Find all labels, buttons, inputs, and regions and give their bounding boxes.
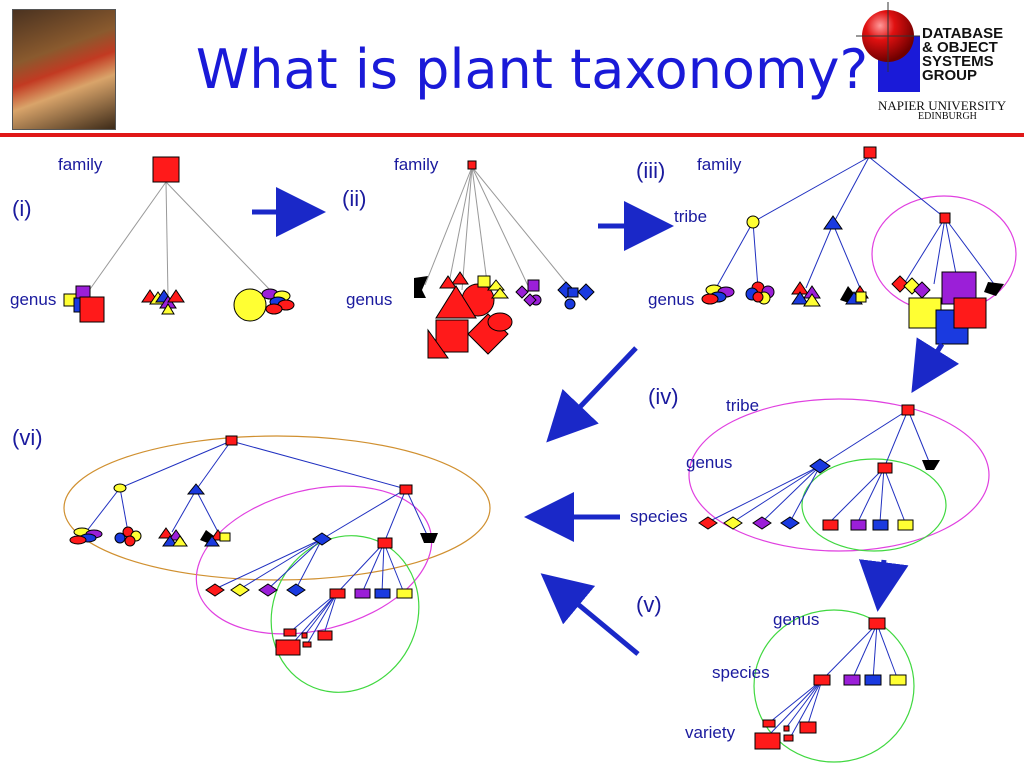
arrow-v-to-vi xyxy=(540,573,640,656)
panel-i-tree xyxy=(63,156,295,323)
family-node xyxy=(152,156,180,183)
label-genus-ii: genus xyxy=(346,290,393,309)
label-genus-i: genus xyxy=(10,290,57,309)
arrow-iii-to-vi xyxy=(546,346,638,443)
university-city: EDINBURGH xyxy=(918,111,977,122)
label-genus-v: genus xyxy=(773,610,820,629)
arrow-iv-to-v xyxy=(858,559,909,612)
family-node xyxy=(863,146,877,159)
panel-label-ii: (ii) xyxy=(342,186,367,211)
panel-label-i: (i) xyxy=(12,196,32,221)
university-name: NAPIER UNIVERSITY xyxy=(878,98,1007,113)
panel-iii-tree xyxy=(701,146,1017,345)
label-species-v: species xyxy=(712,663,770,682)
label-family-iii: family xyxy=(697,155,742,174)
label-tribe-iv: tribe xyxy=(726,396,760,415)
title-divider xyxy=(0,133,1024,137)
label-variety-v: variety xyxy=(685,723,736,742)
arrow-iii-to-iv xyxy=(911,337,960,393)
slide-title: What is plant taxonomy? xyxy=(195,38,869,101)
label-tribe-iii: tribe xyxy=(674,207,708,226)
panel-label-iii: (iii) xyxy=(636,158,666,183)
panel-label-v: (v) xyxy=(636,592,662,617)
panel-iv-tree xyxy=(688,398,990,552)
logo-wordmark: DATABASE & OBJECT SYSTEMS GROUP xyxy=(922,25,1004,84)
label-genus-iv: genus xyxy=(686,453,733,472)
family-node xyxy=(467,160,477,170)
panel-ii-tree xyxy=(414,160,595,359)
painting-thumbnail xyxy=(12,9,116,130)
label-genus-iii: genus xyxy=(648,290,695,309)
label-species-iv: species xyxy=(630,507,688,526)
panel-vi-tree xyxy=(63,435,491,693)
flow-arrows xyxy=(252,187,960,656)
label-family-i: family xyxy=(58,155,103,174)
panel-v-tree xyxy=(753,609,915,763)
label-family-ii: family xyxy=(394,155,439,174)
panel-label-iv: (iv) xyxy=(648,384,679,409)
panel-label-vi: (vi) xyxy=(12,425,43,450)
